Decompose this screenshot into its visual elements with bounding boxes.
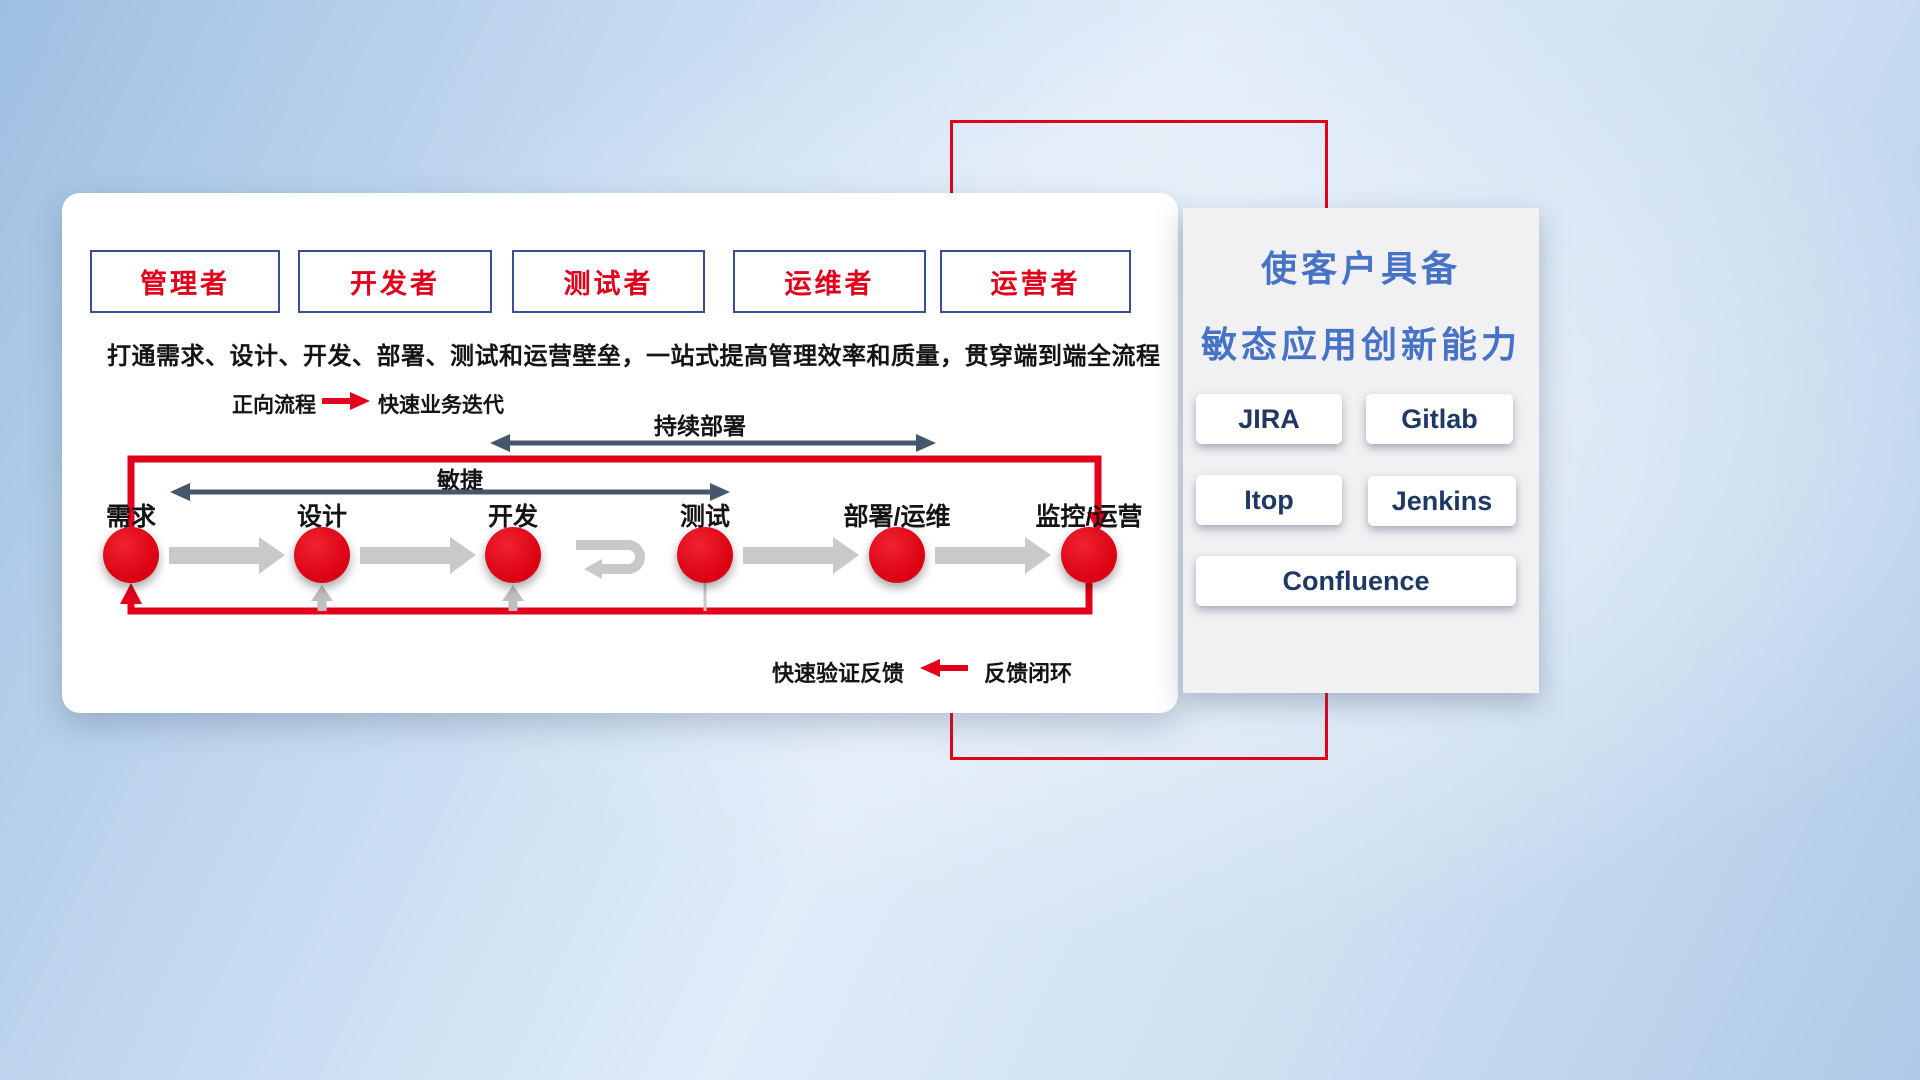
process-description: 打通需求、设计、开发、部署、测试和运营壁垒，一站式提高管理效率和质量，贯穿端到端… <box>107 343 1161 370</box>
continuous-deploy-label: 持续部署 <box>654 413 746 439</box>
feedback-legend-label: 反馈闭环 <box>984 661 1073 686</box>
role-label: 测试者 <box>563 269 654 299</box>
side-panel-title-line1: 使客户具备 <box>1260 248 1461 289</box>
tool-button-jira: JIRA <box>1196 394 1342 444</box>
stage-circle-deploy-ops <box>869 527 925 583</box>
role-box-business-op: 运营者 <box>940 250 1131 313</box>
side-panel-title-line2: 敏态应用创新能力 <box>1200 324 1521 365</box>
role-label: 开发者 <box>350 269 440 299</box>
role-box-manager: 管理者 <box>90 250 280 313</box>
tool-button-gitlab: Gitlab <box>1366 394 1513 444</box>
stage-circle-requirements <box>103 527 159 583</box>
role-label: 运维者 <box>784 269 875 299</box>
role-label: 管理者 <box>140 269 230 299</box>
tool-button-confluence: Confluence <box>1196 556 1516 606</box>
stage-circle-monitor-op <box>1061 527 1117 583</box>
stage-circle-test <box>677 527 733 583</box>
tool-button-itop: Itop <box>1196 475 1342 525</box>
role-box-tester: 测试者 <box>512 250 705 313</box>
role-label: 运营者 <box>990 269 1081 299</box>
feedback-legend-caption: 快速验证反馈 <box>772 661 905 686</box>
tool-button-jenkins: Jenkins <box>1368 476 1516 526</box>
forward-legend-label: 正向流程 <box>232 394 316 417</box>
role-box-operations: 运维者 <box>733 250 926 313</box>
stage-circle-develop <box>485 527 541 583</box>
role-box-developer: 开发者 <box>298 250 492 313</box>
agile-label: 敏捷 <box>437 467 483 493</box>
stage-circle-design <box>294 527 350 583</box>
side-panel <box>1183 208 1539 693</box>
forward-legend-caption: 快速业务迭代 <box>378 394 504 417</box>
